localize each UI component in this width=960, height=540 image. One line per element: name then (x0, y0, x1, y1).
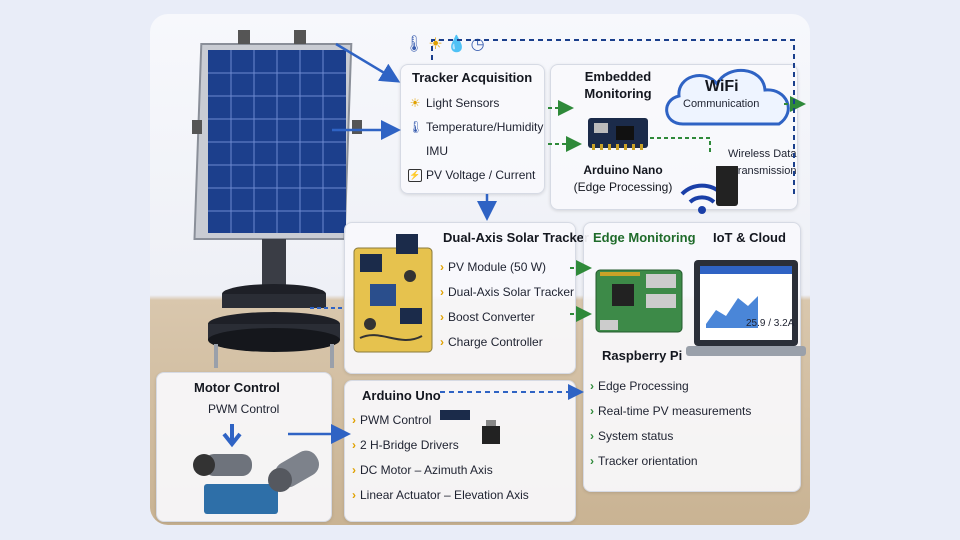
chevron-right-icon: › (352, 438, 356, 452)
uno-item: › Linear Actuator – Elevation Axis (352, 488, 529, 502)
clock-icon: ◷ (470, 36, 485, 53)
tracker-title: Dual-Axis Solar Tracker (443, 230, 589, 245)
chevron-right-icon: › (590, 404, 594, 418)
edge-item-label: Tracker orientation (598, 454, 698, 468)
uno-item: › 2 H-Bridge Drivers (352, 438, 459, 452)
embedded-board-label: Arduino Nano (Edge Processing) (573, 162, 673, 196)
embedded-board-line: Arduino Nano (583, 163, 663, 177)
acquisition-item-label: PV Voltage / Current (426, 168, 536, 182)
uno-item-label: PWM Control (360, 413, 432, 427)
uno-item-label: 2 H-Bridge Drivers (360, 438, 459, 452)
battery-bolt-icon: ⚡ (408, 168, 422, 182)
acquisition-item: IMU (408, 144, 448, 158)
acquisition-item-label: Temperature/Humidity (426, 120, 544, 134)
acquisition-item: ⚡ PV Voltage / Current (408, 168, 535, 182)
chevron-right-icon: › (352, 413, 356, 427)
chevron-right-icon: › (352, 488, 356, 502)
edge-item: › Tracker orientation (590, 454, 698, 468)
edge-item: › Real-time PV measurements (590, 404, 751, 418)
embedded-title: Embedded Monitoring (573, 68, 663, 102)
tracker-item: › Charge Controller (440, 335, 543, 349)
motor-illustration (193, 424, 320, 514)
wireless-line: Wireless Data (728, 148, 797, 160)
chevron-right-icon: › (440, 335, 444, 349)
uno-item: › DC Motor – Azimuth Axis (352, 463, 493, 477)
wireless-line: Transmission (731, 165, 797, 177)
chevron-right-icon: › (590, 379, 594, 393)
uno-item: › PWM Control (352, 413, 431, 427)
tracker-item: › Boost Converter (440, 310, 535, 324)
connector-arrows (288, 39, 806, 444)
chevron-right-icon: › (440, 285, 444, 299)
thermometer-icon: 🌡 (404, 36, 425, 53)
wireless-label: Wireless Data Transmission (728, 146, 796, 180)
acquisition-item: 🌡 Temperature/Humidity (408, 120, 543, 134)
acquisition-item: ☀ Light Sensors (408, 96, 500, 110)
chevron-right-icon: › (352, 463, 356, 477)
motor-title: Motor Control (194, 380, 280, 395)
edge-item-label: Real-time PV measurements (598, 404, 752, 418)
laptop-icon (686, 260, 806, 356)
edge-item-label: System status (598, 429, 674, 443)
cloud-title: IoT & Cloud (713, 230, 786, 245)
tracker-item-label: PV Module (50 W) (448, 260, 547, 274)
edge-title: Edge Monitoring (593, 230, 696, 245)
acquisition-item-label: Light Sensors (426, 96, 500, 110)
chevron-right-icon: › (440, 260, 444, 274)
chevron-right-icon: › (590, 429, 594, 443)
thermometer-icon: 🌡 (408, 120, 424, 134)
acquisition-item-label: IMU (426, 144, 448, 158)
tracker-item-label: Dual-Axis Solar Tracker (448, 285, 575, 299)
embedded-title-line: Monitoring (584, 86, 652, 101)
laptop-readout: 25.9 / 3.2A (746, 318, 795, 329)
uno-panel (344, 380, 576, 522)
sun-icon: ☀ (409, 96, 421, 110)
tracker-circuit-board-illustration (353, 234, 433, 353)
acquisition-title: Tracker Acquisition (412, 70, 533, 85)
tracker-item: › PV Module (50 W) (440, 260, 546, 274)
uno-item-label: DC Motor – Azimuth Axis (360, 463, 493, 477)
edge-item: › System status (590, 429, 673, 443)
raspberry-pi-icon (595, 269, 683, 333)
embedded-title-line: Embedded (584, 69, 652, 84)
embedded-board-line: (Edge Processing) (573, 180, 673, 194)
solar-panel-illustration (192, 30, 362, 368)
uno-item-label: Linear Actuator – Elevation Axis (360, 488, 529, 502)
tracker-item-label: Charge Controller (448, 335, 543, 349)
wifi-subtitle: Communication (683, 98, 760, 110)
wifi-title: WiFi (705, 78, 739, 95)
edge-item-label: Edge Processing (598, 379, 689, 393)
cloud-icon (665, 69, 790, 126)
motor-subtitle: PWM Control (208, 402, 280, 416)
chevron-right-icon: › (440, 310, 444, 324)
raspberry-pi-label: Raspberry Pi (602, 348, 683, 363)
wifi-signal-icon (680, 166, 738, 214)
h-bridge-illustration (440, 410, 500, 444)
arduino-nano-icon (588, 118, 648, 150)
chevron-right-icon: › (590, 454, 594, 468)
edge-item: › Edge Processing (590, 379, 689, 393)
uno-title: Arduino Uno (362, 388, 441, 403)
tracker-item-label: Boost Converter (448, 310, 535, 324)
diagram-canvas: 🌡 ☀ 💧 ◷ Tracker Acquisition ☀ Light Sens… (150, 14, 810, 525)
tracker-item: › Dual-Axis Solar Tracker (440, 285, 574, 299)
